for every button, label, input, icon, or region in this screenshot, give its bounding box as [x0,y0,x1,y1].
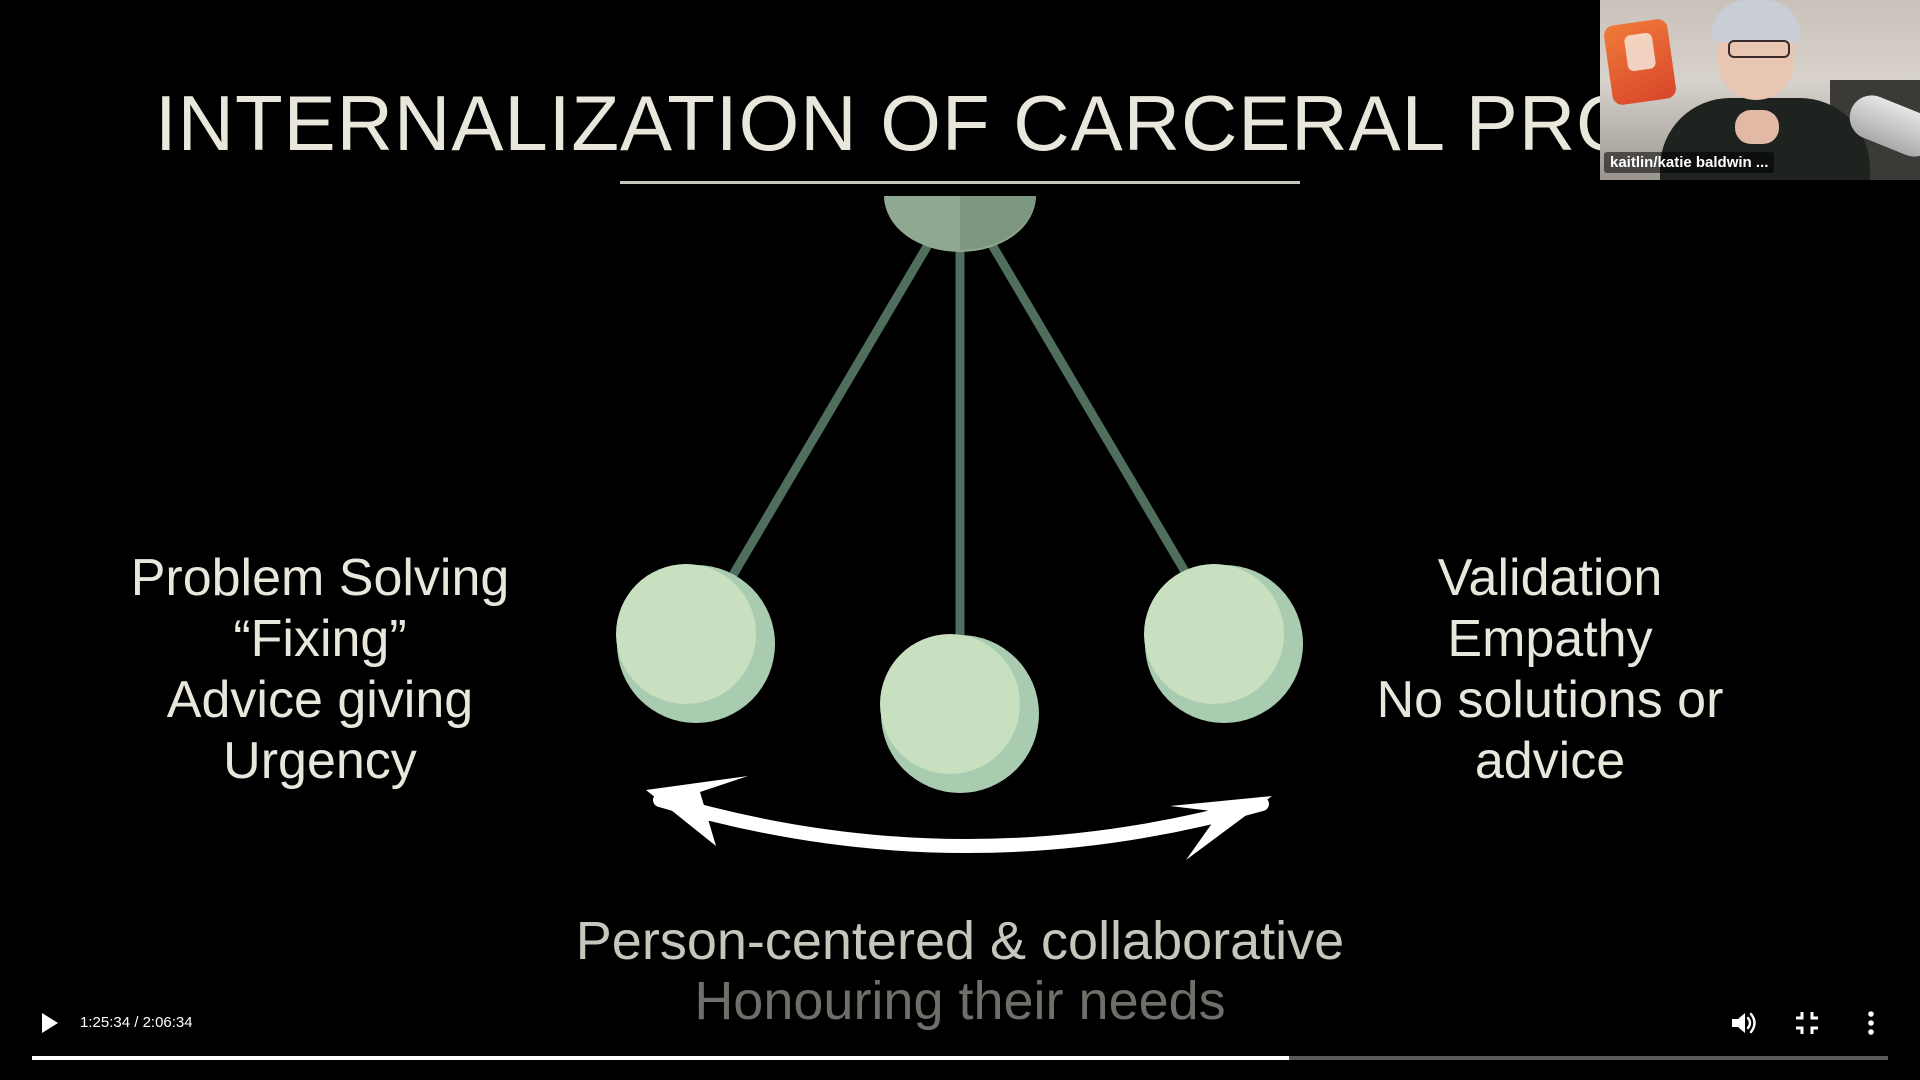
player-controls [0,1000,1920,1080]
play-icon[interactable] [36,1010,62,1036]
pendulum-string-left [725,233,937,585]
left-list: Problem Solving “Fixing” Advice giving U… [80,548,560,792]
left-item: Problem Solving [130,549,510,607]
bottom-caption-line1: Person-centered & collaborative [575,911,1345,971]
participant-hair [1712,0,1800,42]
webcam-thumbnail[interactable]: kaitlin/katie baldwin ... [1600,0,1920,180]
wall-art-label [1623,32,1657,72]
swing-arrow [653,793,1269,854]
progress-bar[interactable] [32,1056,1888,1060]
pendulum-string-right [983,233,1195,585]
time-display: 1:25:34 / 2:06:34 [80,1014,193,1031]
time-separator: / [130,1014,143,1031]
exit-fullscreen-icon[interactable] [1792,1008,1822,1038]
participant-name: kaitlin/katie baldwin ... [1604,152,1775,173]
right-list: Validation Empathy No solutions or advic… [1300,548,1800,792]
swing-arrow-right-head [1170,796,1272,860]
pendulum-ball-center [880,634,1039,793]
right-item: advice [1474,732,1626,790]
current-time: 1:25:34 [80,1014,131,1031]
pendulum-ball-left [616,564,775,723]
left-item: Advice giving [166,671,474,729]
volume-icon[interactable] [1728,1008,1758,1038]
right-item: Empathy [1447,610,1653,668]
slide-title: INTERNALIZATION OF CARCERAL PROC [155,79,1696,167]
left-item: Urgency [223,732,417,790]
progress-fill [32,1056,1289,1060]
swing-arrow-left-head [646,776,748,846]
right-item: Validation [1437,549,1663,607]
left-item: “Fixing” [233,610,407,668]
participant-hand [1735,110,1779,144]
duration: 2:06:34 [142,1014,193,1031]
bottom-caption-line2: Honouring their needs [694,971,1226,1031]
more-vert-icon[interactable] [1856,1008,1886,1038]
title-underline [620,181,1300,184]
participant-glasses [1728,40,1790,58]
pendulum-ball-right [1144,564,1303,723]
right-item: No solutions or [1376,671,1724,729]
